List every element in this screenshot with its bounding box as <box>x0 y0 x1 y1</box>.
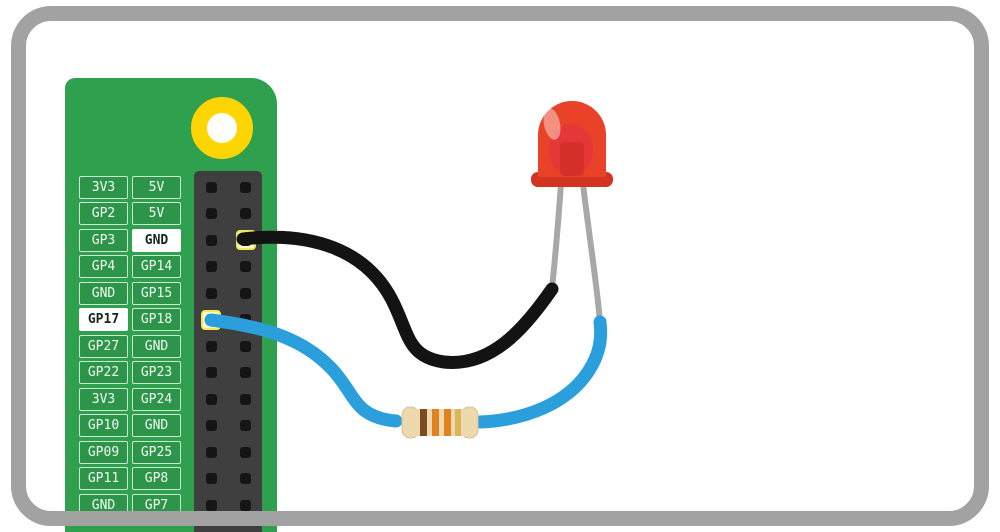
pin-label-gp25: GP25 <box>132 440 181 464</box>
header-pin <box>205 499 217 511</box>
header-pin <box>205 446 217 458</box>
header-pin <box>240 499 251 511</box>
pin-label-gnd: GND <box>79 493 128 517</box>
pin-label-3v3: 3V3 <box>79 387 128 411</box>
header-pin <box>205 393 217 405</box>
pin-label-gp10: GP10 <box>79 414 128 437</box>
header-pin <box>205 234 217 246</box>
pin-label-5v: 5V <box>132 202 181 225</box>
header-pin <box>240 393 251 405</box>
header-pin <box>240 340 251 352</box>
header-pin <box>205 181 217 193</box>
pin-label-gp2: GP2 <box>79 202 128 225</box>
pin-label-gp22: GP22 <box>79 361 128 384</box>
pin-label-gnd: GND <box>132 228 181 252</box>
header-pin <box>205 420 217 431</box>
header-pin <box>240 234 251 246</box>
pin-label-3v3: 3V3 <box>79 175 128 199</box>
header-pin <box>205 367 217 378</box>
pin-label-5v: 5V <box>132 175 181 199</box>
header-pin <box>240 314 251 325</box>
pin-label-gp8: GP8 <box>132 467 181 490</box>
pin-label-gp18: GP18 <box>132 308 181 331</box>
pin-label-gp15: GP15 <box>132 281 181 305</box>
pin-label-gp11: GP11 <box>79 467 128 490</box>
pin-label-gp09: GP09 <box>79 440 128 464</box>
pin-label-gp17: GP17 <box>79 308 128 331</box>
mounting-hole <box>191 97 253 159</box>
header-pin <box>240 181 251 193</box>
pin-label-gnd: GND <box>132 334 181 358</box>
header-pin <box>205 261 217 272</box>
header-pin <box>240 420 251 431</box>
pin-label-gp27: GP27 <box>79 334 128 358</box>
pin-label-gp3: GP3 <box>79 228 128 252</box>
header-pin <box>240 367 251 378</box>
header-pin <box>205 314 217 325</box>
header-pin <box>240 473 251 484</box>
pin-label-gnd: GND <box>79 281 128 305</box>
header-pin <box>205 208 217 219</box>
pin-label-gnd: GND <box>132 414 181 437</box>
header-pin <box>240 446 251 458</box>
header-pin <box>240 208 251 219</box>
header-pin <box>205 340 217 352</box>
pin-label-gp24: GP24 <box>132 387 181 411</box>
header-pin <box>240 287 251 299</box>
pin-label-gp4: GP4 <box>79 255 128 278</box>
pin-label-gp23: GP23 <box>132 361 181 384</box>
header-pin <box>205 473 217 484</box>
header-pin <box>240 261 251 272</box>
header-pin <box>205 287 217 299</box>
pin-label-gp14: GP14 <box>132 255 181 278</box>
